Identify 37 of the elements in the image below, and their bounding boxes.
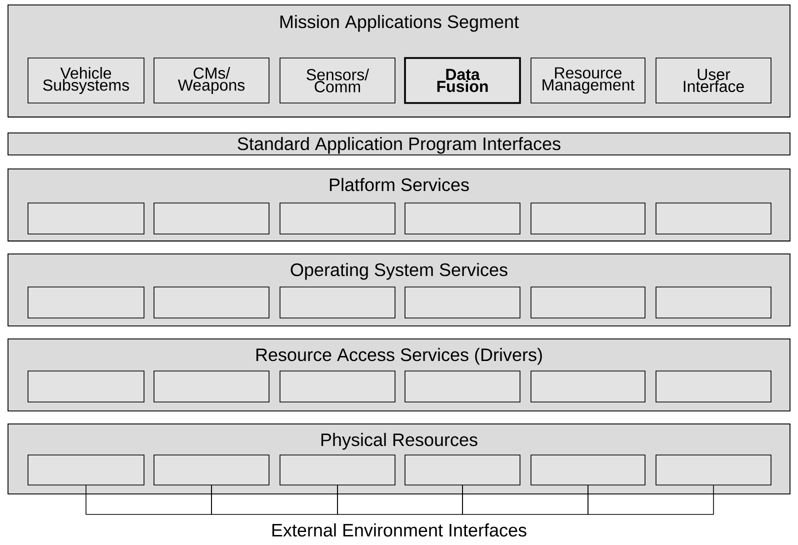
bus-line [588,484,714,515]
interface-label: External Environment Interfaces [272,523,526,537]
slot-box [530,370,646,402]
slot-box [530,202,646,234]
module-box: CMs/ Weapons [154,58,270,104]
slot-box [656,370,772,402]
bus-line [86,484,212,515]
slot-box [404,286,520,318]
slot-box [656,454,772,486]
bus-line [337,484,463,515]
slot-box [154,454,270,486]
slot-box [280,286,396,318]
slot-box [530,286,646,318]
slot-box [656,286,772,318]
slot-box [28,454,144,486]
slot-box [154,202,270,234]
slot-box [404,370,520,402]
module-box: User Interface [656,58,772,104]
slot-box [530,454,646,486]
slot-box [656,202,772,234]
slot-box [280,202,396,234]
bus-line [211,484,338,515]
slot-box [280,370,396,402]
slot-box [404,202,520,234]
bus-line [462,484,588,515]
slot-box [28,286,144,318]
module-box: Resource Management [530,58,646,104]
interface-band: Standard Application Program Interfaces [8,132,790,156]
slot-box [28,202,144,234]
module-box: Data Fusion [404,57,521,104]
module-box: Vehicle Subsystems [28,58,144,104]
module-box: Sensors/ Comm [280,58,396,104]
slot-box [404,454,520,486]
slot-box [28,370,144,402]
slot-box [154,286,270,318]
slot-box [280,454,396,486]
slot-box [154,370,270,402]
